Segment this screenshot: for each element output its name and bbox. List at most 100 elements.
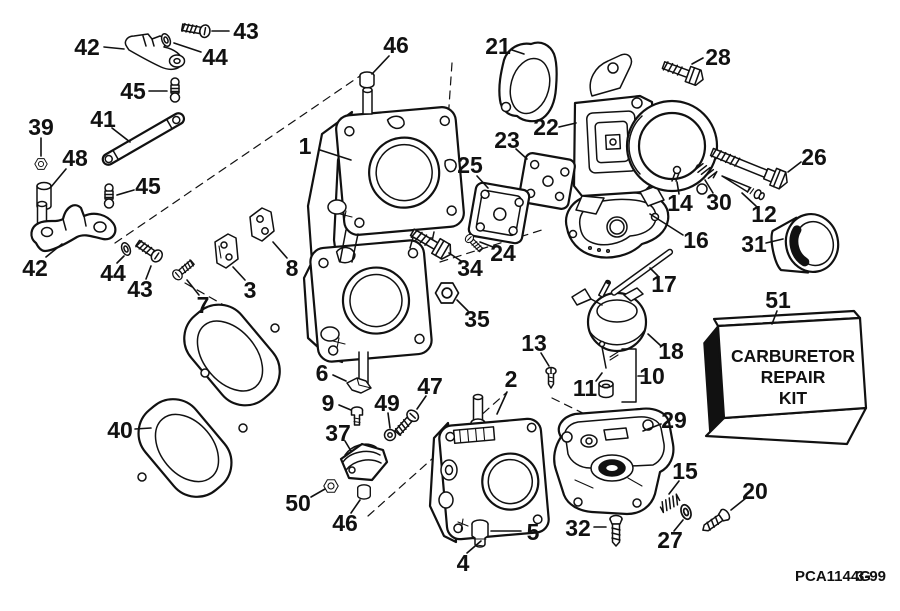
leader-line-9-41 (338, 404, 352, 411)
part-label-40-14: 40 (107, 417, 133, 443)
part-drawing-41 (101, 112, 186, 166)
part-drawing-18 (571, 279, 648, 353)
part-drawing-21 (498, 41, 558, 123)
diagram-artwork: CARBURETOR REPAIR KIT PCA1144G 3-99 4243… (22, 18, 886, 585)
part-drawing-45-left (103, 183, 115, 209)
part-drawing-17 (610, 248, 674, 296)
leader-line-43-10 (145, 265, 152, 280)
leader-line-24-22 (479, 241, 494, 248)
part-label-42-0: 42 (74, 34, 100, 60)
part-drawing-9 (350, 406, 364, 426)
kit-box-line-1: CARBURETOR (731, 346, 855, 366)
leader-line-16-29 (649, 213, 684, 236)
part-label-43-1: 43 (233, 18, 259, 44)
part-drawing-7 (170, 257, 197, 283)
part-label-3-12: 3 (244, 277, 257, 303)
leader-line-29-36 (642, 423, 662, 432)
part-drawing-42-top (124, 33, 186, 71)
leader-line-2-38 (496, 391, 508, 415)
part-label-10-34: 10 (639, 363, 665, 389)
leader-line-26-28 (787, 161, 802, 173)
part-label-44-2: 44 (202, 44, 228, 70)
part-label-42-8: 42 (22, 255, 48, 281)
leader-line-51-37 (771, 310, 778, 325)
kit-box-line-2: REPAIR (761, 367, 826, 387)
leader-line-23-20 (515, 148, 528, 160)
part-drawing-13 (545, 366, 557, 389)
part-drawing-8 (249, 207, 275, 242)
part-drawing-37 (339, 442, 389, 482)
part-drawing-6 (346, 377, 372, 394)
part-drawing-26 (709, 147, 788, 190)
leader-line-15-46 (668, 480, 680, 495)
part-label-11-35: 11 (573, 375, 598, 401)
part-drawing-39 (34, 158, 48, 170)
part-label-39-4: 39 (28, 114, 54, 140)
leader-line-40-14 (134, 427, 152, 430)
leader-line-35-24 (456, 299, 469, 312)
leader-line-45-7 (116, 189, 135, 196)
part-label-24-22: 24 (490, 240, 516, 266)
footer-date: 3-99 (856, 568, 886, 585)
part-drawing-44-left (119, 240, 133, 258)
part-label-34-23: 34 (457, 255, 483, 281)
part-drawing-12 (721, 175, 765, 201)
part-label-18-33: 18 (658, 338, 684, 364)
leader-line-4-51 (466, 540, 482, 554)
leader-line-22-18 (558, 122, 577, 128)
leader-line-28-19 (691, 57, 704, 65)
leader-line-49-40 (387, 412, 391, 429)
part-drawing-2 (428, 393, 550, 548)
leader-line-20-47 (730, 497, 747, 511)
leader-line-14-25 (676, 181, 680, 195)
part-label-44-9: 44 (100, 260, 126, 286)
part-label-2-38: 2 (505, 366, 518, 392)
part-drawing-46-bottom (357, 484, 371, 500)
part-label-5-50: 5 (527, 519, 540, 545)
part-drawing-11 (598, 340, 619, 399)
leader-line-37-43 (344, 440, 352, 452)
part-label-6-42: 6 (316, 360, 329, 386)
part-drawing-22 (572, 53, 719, 215)
part-drawing-25 (467, 181, 531, 245)
part-label-27-48: 27 (657, 527, 683, 553)
part-label-31-30: 31 (741, 231, 767, 257)
part-drawing-35 (434, 282, 460, 304)
part-drawing-20 (698, 507, 733, 536)
part-drawing-50 (323, 479, 339, 493)
part-label-13-32: 13 (521, 330, 547, 356)
leader-line-34-23 (448, 252, 462, 262)
part-label-8-13: 8 (286, 255, 299, 281)
part-label-41-6: 41 (90, 106, 116, 132)
part-label-28-19: 28 (705, 44, 731, 70)
part-label-22-18: 22 (533, 114, 559, 140)
part-label-47-39: 47 (417, 373, 443, 399)
part-label-17-31: 17 (651, 271, 677, 297)
part-drawing-49 (383, 428, 397, 442)
part-label-25-21: 25 (457, 152, 483, 178)
leader-line-42-8 (45, 243, 63, 258)
leader-line-3-12 (232, 266, 246, 281)
part-label-50-44: 50 (285, 490, 311, 516)
part-label-45-7: 45 (135, 173, 161, 199)
part-drawing-42-left (30, 200, 117, 253)
part-drawing-45-top (169, 77, 181, 103)
part-label-46-16: 46 (383, 32, 409, 58)
part-label-46-45: 46 (332, 510, 358, 536)
part-label-32-49: 32 (565, 515, 591, 541)
part-label-4-51: 4 (457, 550, 470, 576)
part-label-37-43: 37 (325, 420, 351, 446)
leader-line-44-9 (116, 255, 125, 264)
leader-line-47-39 (416, 395, 427, 410)
part-drawing-28 (660, 56, 707, 88)
part-drawing-43-top (180, 20, 212, 40)
leader-line-1-15 (319, 149, 352, 161)
leader-line-13-32 (540, 352, 550, 367)
leader-line-11-35 (595, 372, 603, 382)
leader-line-46-16 (371, 55, 390, 75)
leader-line-17-31 (649, 267, 659, 277)
part-label-26-28: 26 (801, 144, 827, 170)
part-label-14-25: 14 (667, 190, 693, 216)
leader-line-12-27 (741, 192, 757, 207)
